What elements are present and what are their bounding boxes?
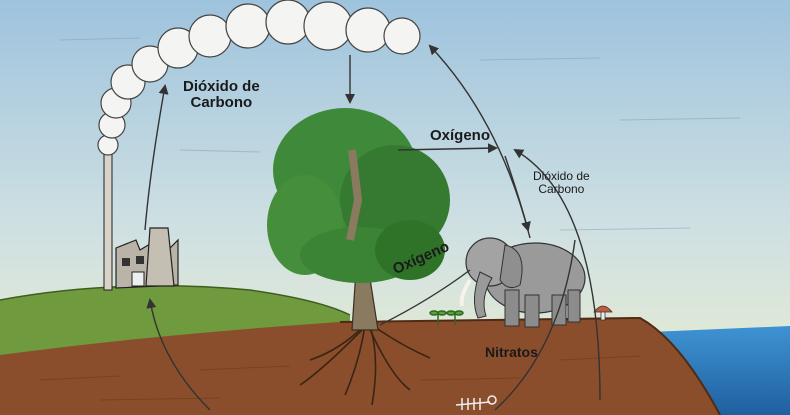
mushroom-icon — [593, 305, 613, 321]
soil-ground — [0, 318, 720, 415]
label-carbon-dioxide-left: Dióxido de Carbono — [183, 79, 260, 111]
label-carbon-dioxide-right-line1: Dióxido de — [533, 169, 590, 183]
ocean — [650, 326, 790, 415]
label-carbon-dioxide-right-line2: Carbono — [538, 181, 585, 196]
smoke-cloud-icon — [97, 0, 421, 156]
soil-texture — [39, 355, 641, 401]
arrow-tree-to-oxygen — [397, 143, 498, 154]
label-nitrates: Nitratos — [485, 344, 538, 360]
cycle-arrows — [144, 44, 601, 411]
label-oxygen-top: Oxígeno — [430, 127, 491, 144]
arrow-skeleton-to-soil — [494, 239, 576, 411]
label-carbon-dioxide-left-line2: Carbono — [190, 93, 253, 111]
arrow-soil-to-oxygen — [513, 148, 601, 401]
sprout-icon — [429, 310, 464, 325]
skeleton-icon — [455, 395, 497, 410]
arrow-soil-to-factory — [146, 298, 211, 411]
label-carbon-dioxide-left-line1: Dióxido de — [183, 78, 260, 95]
factory-icon — [103, 149, 179, 291]
arrow-root-to-oxygen — [379, 269, 471, 326]
elephant-icon — [459, 237, 586, 328]
label-carbon-dioxide-right: Dióxido de Carbono — [533, 170, 590, 195]
arrow-oxygen-to-elephant — [504, 155, 531, 232]
sky-streaks — [59, 37, 741, 231]
grass-hill — [0, 285, 350, 360]
arrow-factory-to-co2 — [144, 84, 169, 231]
tree-icon — [267, 108, 450, 283]
